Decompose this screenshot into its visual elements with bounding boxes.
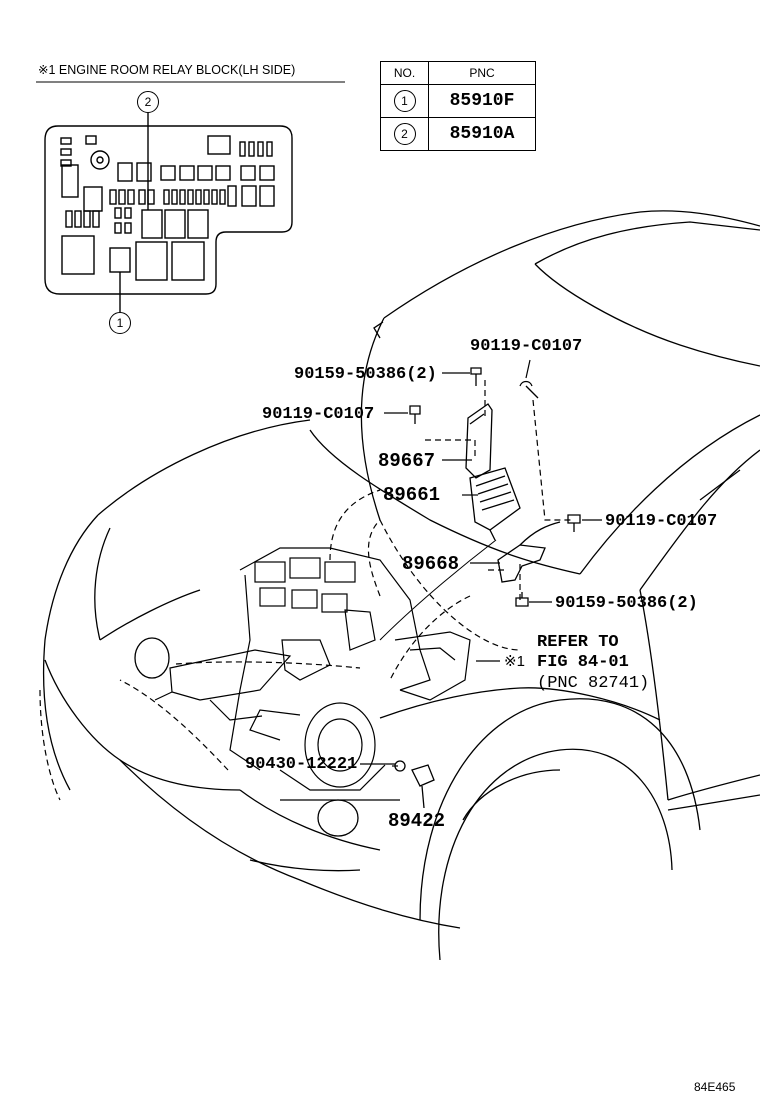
- row-pnc: 85910F: [428, 84, 536, 118]
- pnc-table: NO. PNC 1 85910F 2 85910A: [380, 61, 536, 151]
- part-label-90430[interactable]: 90430-12221: [245, 755, 358, 774]
- refer-text-line2[interactable]: FIG 84-01: [537, 653, 629, 672]
- mark-1: ※1: [504, 653, 525, 670]
- parts: [379, 367, 581, 809]
- callout-1: 1: [109, 312, 131, 334]
- part-label-89661[interactable]: 89661: [383, 484, 441, 506]
- row-number-callout: 2: [393, 123, 416, 145]
- part-label-89667[interactable]: 89667: [378, 450, 436, 472]
- engine-block: [154, 547, 471, 791]
- refer-text-line3: (PNC 82741): [537, 674, 650, 693]
- row-number-callout: 1: [393, 90, 416, 112]
- vehicle-body: [42, 210, 760, 961]
- row-pnc: 85910A: [428, 117, 536, 151]
- table-row: 1 85910F: [380, 84, 536, 118]
- relay-block: [44, 113, 293, 312]
- part-label-90159-bottom[interactable]: 90159-50386(2): [555, 594, 698, 613]
- part-label-90119-right[interactable]: 90119-C0107: [605, 512, 718, 531]
- part-label-90119-top[interactable]: 90119-C0107: [470, 337, 583, 356]
- part-label-90119-left[interactable]: 90119-C0107: [262, 405, 375, 424]
- part-label-90159-top[interactable]: 90159-50386(2): [294, 365, 437, 384]
- part-label-89422[interactable]: 89422: [388, 810, 446, 832]
- diagram-title: ※1 ENGINE ROOM RELAY BLOCK(LH SIDE): [38, 63, 296, 77]
- callout-2: 2: [137, 91, 159, 113]
- label-leaders: [360, 359, 602, 765]
- figure-code: 84E465: [694, 1080, 736, 1094]
- part-label-89668[interactable]: 89668: [402, 553, 460, 575]
- table-header-no: NO.: [380, 61, 429, 85]
- leader-lines: [39, 380, 573, 801]
- table-row: 2 85910A: [380, 117, 536, 151]
- table-header-pnc: PNC: [428, 61, 536, 85]
- refer-text-line1: REFER TO: [537, 633, 619, 652]
